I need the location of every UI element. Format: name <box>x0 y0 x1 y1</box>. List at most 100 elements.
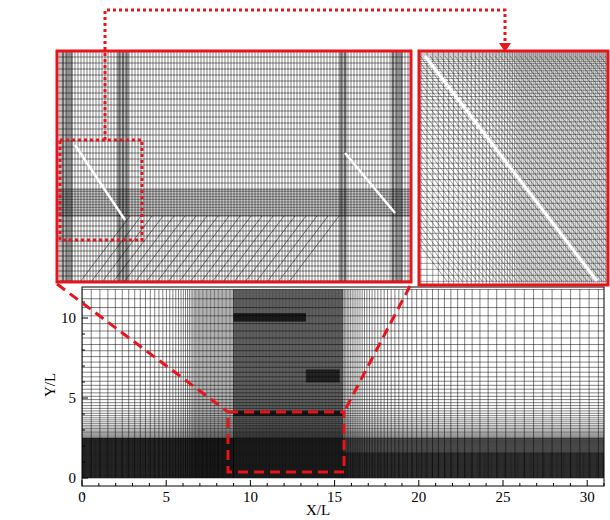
grid-line <box>279 51 280 282</box>
grid-line <box>505 56 608 281</box>
grid-line <box>288 51 289 282</box>
grid-line <box>419 121 608 122</box>
grid-line <box>306 380 340 381</box>
grid-line <box>82 405 604 406</box>
grid-line <box>360 51 361 282</box>
grid-line <box>306 378 340 379</box>
grid-line <box>222 51 223 282</box>
grid-line <box>82 477 604 478</box>
grid-line <box>579 51 580 285</box>
tick-mark <box>418 480 419 486</box>
grid-line <box>82 455 604 456</box>
grid-line <box>306 376 340 377</box>
grid-line <box>234 415 343 416</box>
grid-line <box>270 51 271 282</box>
grid-line <box>82 474 604 475</box>
grid-line <box>243 51 244 282</box>
grid-line <box>419 70 608 71</box>
grid-line <box>267 216 317 282</box>
grid-line <box>171 51 172 282</box>
grid-line <box>309 51 310 282</box>
tick-mark <box>183 483 184 486</box>
grid-line <box>57 204 411 205</box>
grid-line <box>57 111 411 112</box>
grid-line <box>129 51 130 282</box>
grid-line <box>234 320 306 321</box>
grid-line <box>234 51 235 282</box>
grid-line <box>57 153 411 154</box>
grid-line <box>82 451 604 452</box>
grid-line <box>471 51 472 285</box>
grid-line <box>256 216 306 282</box>
grid-line <box>419 56 587 281</box>
grid-line <box>102 216 152 282</box>
grid-line <box>57 165 411 166</box>
grid-line <box>419 61 608 62</box>
grid-line <box>419 63 608 64</box>
grid-line <box>198 51 199 282</box>
tick-mark <box>435 483 436 486</box>
grid-line <box>82 468 604 469</box>
tick-mark <box>82 398 88 399</box>
grid-line <box>306 369 340 370</box>
grid-line <box>501 51 502 285</box>
tick-mark <box>166 480 167 486</box>
grid-line <box>123 51 124 282</box>
grid-line <box>419 233 608 234</box>
grid-line <box>234 320 306 321</box>
grid-line <box>126 51 127 282</box>
grid-line <box>57 75 411 76</box>
grid-line <box>57 135 411 136</box>
grid-line <box>225 51 226 282</box>
grid-line <box>264 51 265 282</box>
grid-line <box>57 183 411 184</box>
grid-line <box>587 51 588 285</box>
grid-line <box>177 51 178 282</box>
grid-line <box>179 216 229 282</box>
grid-line <box>120 51 121 282</box>
grid-line <box>57 214 411 215</box>
grid-line <box>400 51 401 282</box>
grid-line <box>306 376 340 377</box>
grid-line <box>82 437 604 438</box>
main-mesh <box>82 289 604 478</box>
grid-line <box>123 51 124 282</box>
grid-line <box>569 51 570 285</box>
grid-line <box>57 117 411 118</box>
grid-line <box>231 51 232 282</box>
grid-line <box>96 51 97 282</box>
grid-line <box>394 51 395 282</box>
grid-line <box>369 51 370 282</box>
zoom-mesh <box>57 51 411 282</box>
grid-line <box>82 450 604 451</box>
grid-line <box>82 466 604 467</box>
grid-line <box>294 51 295 282</box>
zoom-frame <box>419 51 608 285</box>
tick-label: 10 <box>243 490 258 505</box>
grid-line <box>82 421 604 422</box>
grid-line <box>234 319 306 320</box>
grid-line <box>585 56 608 281</box>
grid-line <box>119 51 120 282</box>
grid-line <box>82 399 604 400</box>
grid-line <box>336 51 337 282</box>
grid-line <box>339 51 340 282</box>
grid-line <box>252 51 253 282</box>
grid-line <box>212 216 262 282</box>
grid-line <box>57 194 411 195</box>
zoom-markers <box>57 10 608 472</box>
grid-line <box>82 453 604 454</box>
grid-line <box>306 377 340 378</box>
axis-title: X/L <box>306 503 330 518</box>
grid-line <box>547 51 548 285</box>
tick-mark <box>267 483 268 486</box>
grid-line <box>82 454 604 455</box>
grid-line <box>530 56 608 281</box>
grid-line <box>427 51 428 285</box>
grid-line <box>306 371 340 372</box>
zoom-ground <box>57 51 411 282</box>
grid-line <box>82 344 604 345</box>
grid-line <box>306 378 340 379</box>
grid-line <box>82 367 604 368</box>
grid-line <box>499 51 500 285</box>
